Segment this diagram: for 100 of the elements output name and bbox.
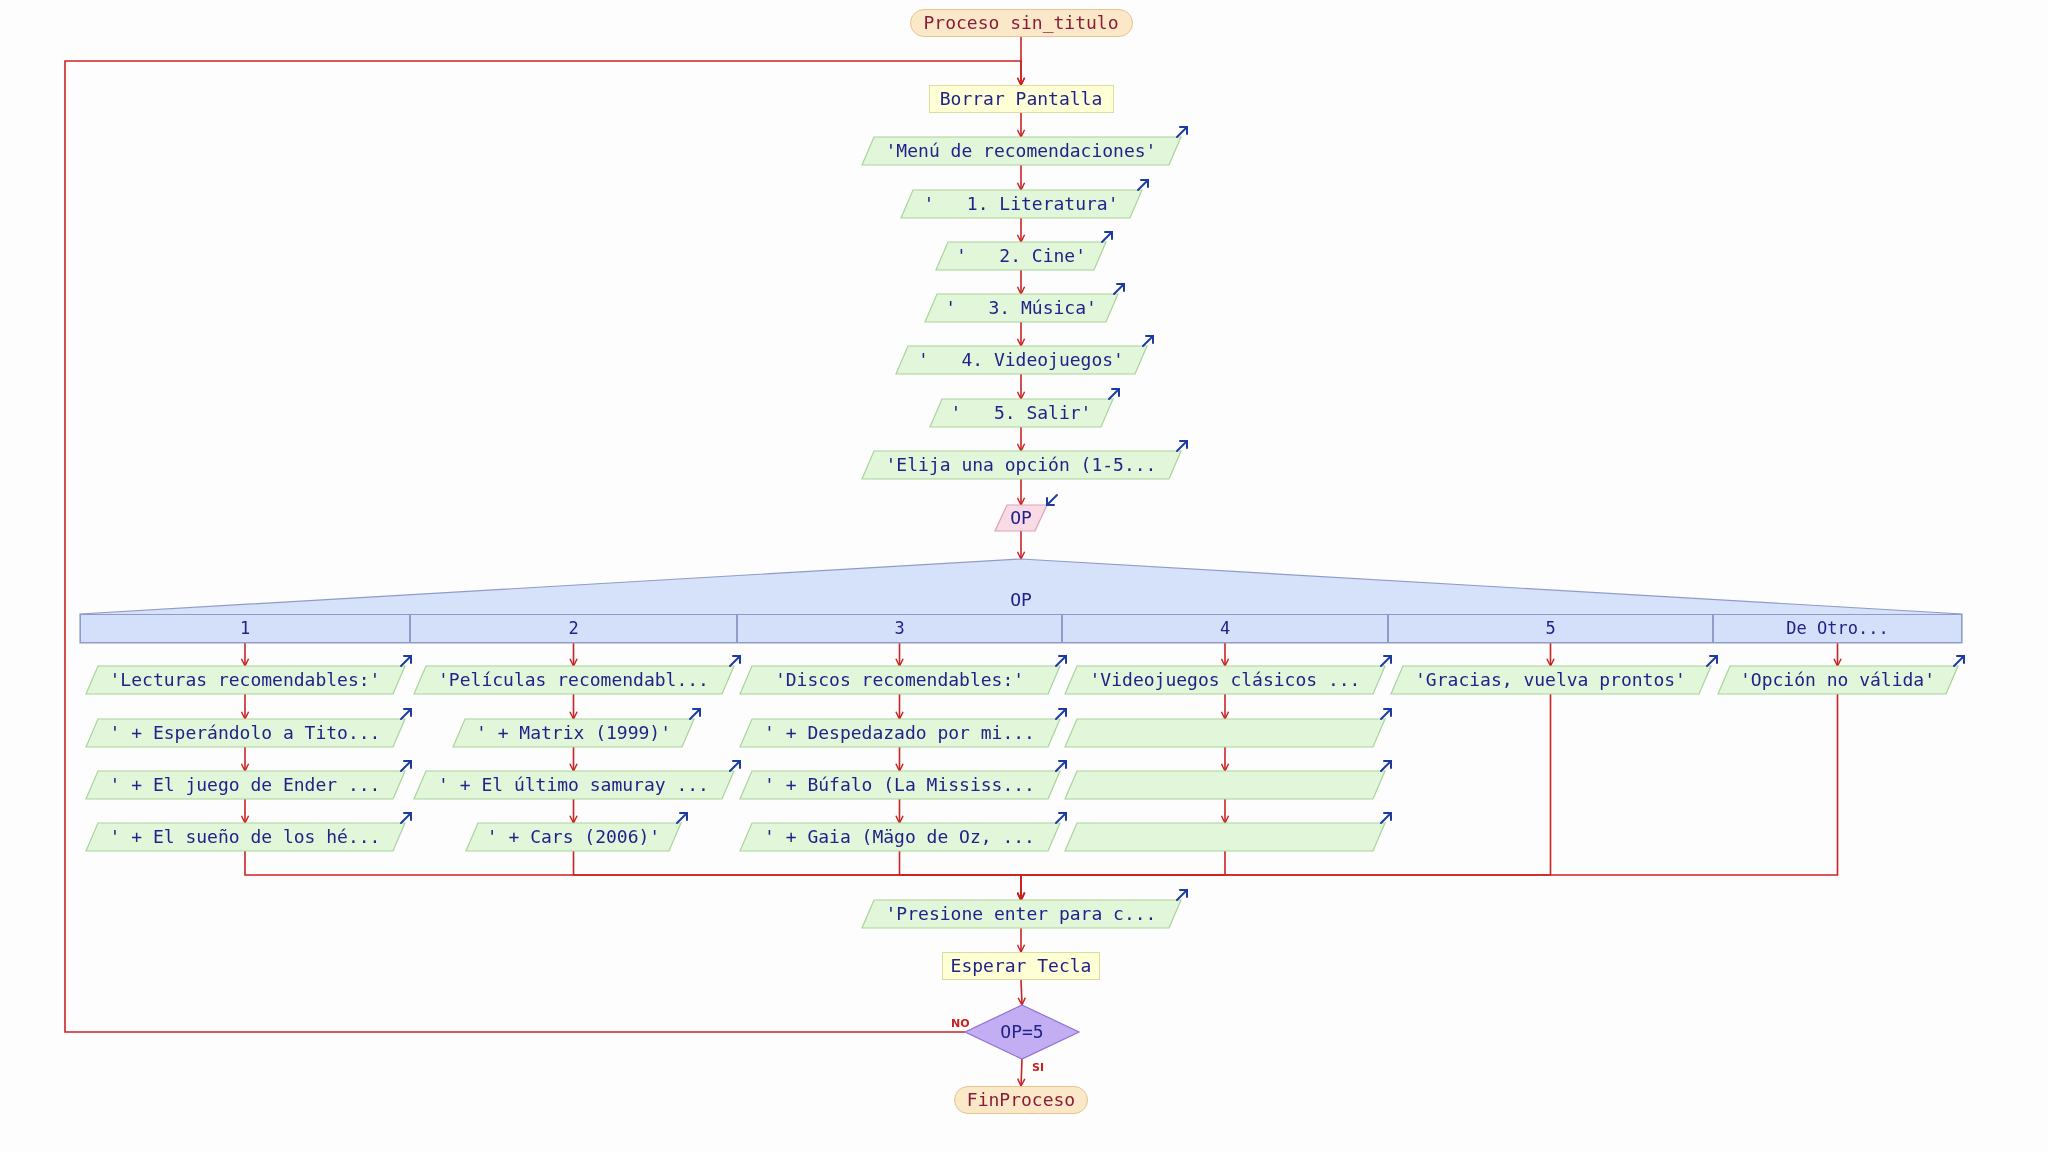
- terminator-shape: [954, 1086, 1088, 1114]
- input-parallelogram: [995, 505, 1047, 531]
- case-value: 5: [1545, 620, 1556, 637]
- flow-arrow: [569, 693, 578, 720]
- statement-text: ' + El juego de Ender ...: [109, 776, 381, 794]
- flow-arrow: [1016, 927, 1026, 953]
- case-label: [410, 614, 737, 643]
- output-parallelogram: [861, 900, 1181, 928]
- output-parallelogram: [900, 190, 1142, 218]
- output-parallelogram: [1065, 823, 1385, 851]
- statement-text: 'Opción no válida': [1739, 671, 1936, 689]
- flow-arrow: [64, 60, 1026, 1033]
- flow-arrow: [1016, 217, 1026, 243]
- output-parallelogram: [453, 719, 694, 747]
- statement-text: Proceso sin_titulo: [923, 14, 1119, 32]
- flow-arrow: [1220, 693, 1230, 720]
- case-value: 1: [239, 620, 251, 637]
- output-parallelogram: [739, 666, 1060, 694]
- case-label: [1713, 614, 1962, 643]
- statement-text: 'Presione enter para c...: [885, 905, 1157, 923]
- output-parallelogram: [861, 137, 1181, 165]
- output-parallelogram: [1390, 666, 1711, 694]
- statement-text: ' + Despedazado por mi...: [764, 724, 1035, 742]
- statement-text: 'Videojuegos clásicos ...: [1089, 671, 1361, 689]
- statement-text: ' 4. Videojuegos': [918, 351, 1124, 369]
- flow-arrow: [569, 642, 578, 667]
- flow-arrow: [1220, 798, 1230, 824]
- case-value: 3: [894, 620, 905, 637]
- output-parallelogram: [413, 771, 734, 799]
- output-parallelogram: [739, 823, 1060, 851]
- statement-text: ' + Matrix (1999)': [475, 724, 672, 742]
- output-parallelogram: [85, 666, 405, 694]
- statement-text: OP: [1010, 509, 1032, 527]
- case-label: [737, 614, 1062, 643]
- flow-arrow: [1546, 642, 1555, 667]
- flow-arrow: [240, 746, 250, 772]
- statement-text: ' + El sueño de los hé...: [109, 828, 381, 846]
- flow-arrow: [1016, 1058, 1026, 1087]
- flow-arrow: [1016, 112, 1026, 138]
- output-parallelogram: [1065, 666, 1385, 694]
- statement-text: 'Elija una opción (1-5...: [885, 456, 1157, 474]
- statement-text: ' 5. Salir': [950, 404, 1092, 422]
- case-value: 4: [1219, 620, 1231, 637]
- flow-arrow: [240, 693, 250, 720]
- statement-text: 'Gracias, vuelva prontos': [1415, 671, 1686, 689]
- flow-arrow: [240, 798, 250, 824]
- output-parallelogram: [1065, 719, 1385, 747]
- flow-arrow: [895, 798, 904, 824]
- statement-text: 'Discos recomendables:': [774, 671, 1025, 689]
- statement-text: ' + Cars (2006)': [486, 828, 661, 846]
- statement-text: ' 1. Literatura': [923, 195, 1119, 213]
- flow-arrow: [1016, 164, 1026, 191]
- statement-text: ' + Esperándolo a Tito...: [109, 724, 381, 742]
- case-label: [1388, 614, 1713, 643]
- case-value: 2: [568, 620, 579, 637]
- switch-variable: OP: [1010, 591, 1032, 609]
- output-parallelogram: [739, 771, 1060, 799]
- output-parallelogram: [929, 399, 1113, 427]
- flow-arrow: [1220, 746, 1230, 772]
- statement-text: 'Menú de recomendaciones': [885, 142, 1157, 160]
- statement-text: ' 2. Cine': [955, 247, 1086, 265]
- case-label: [80, 614, 410, 643]
- edge-label: SI: [1031, 1062, 1045, 1073]
- statement-text: 'Lecturas recomendables:': [109, 671, 381, 689]
- output-parallelogram: [466, 823, 681, 851]
- process-box: [942, 952, 1100, 980]
- flow-arrow: [1016, 426, 1026, 452]
- output-parallelogram: [895, 346, 1147, 374]
- flow-arrow: [1017, 979, 1027, 1006]
- output-parallelogram: [739, 719, 1060, 747]
- flow-arrow: [1016, 321, 1026, 347]
- statement-text: FinProceso: [966, 1091, 1076, 1109]
- flow-arrow: [569, 746, 578, 772]
- edge-label: NO: [950, 1018, 971, 1029]
- statement-text: ' + El último samuray ...: [438, 776, 709, 794]
- output-parallelogram: [85, 719, 405, 747]
- statement-text: 'Películas recomendabl...: [438, 671, 709, 689]
- flow-arrow: [1016, 693, 1839, 901]
- output-parallelogram: [1717, 666, 1958, 694]
- statement-text: ' + Búfalo (La Mississ...: [764, 776, 1035, 794]
- flow-arrow: [895, 642, 904, 667]
- flow-arrow: [569, 798, 578, 824]
- flow-arrow: [1016, 530, 1026, 560]
- statement-text: Esperar Tecla: [950, 957, 1092, 975]
- flow-arrow: [1016, 269, 1026, 295]
- statement-text: OP=5: [1000, 1023, 1044, 1041]
- flow-arrow: [240, 642, 250, 667]
- flow-arrow: [1016, 373, 1026, 400]
- output-parallelogram: [1065, 771, 1385, 799]
- flow-arrow: [895, 746, 904, 772]
- case-value: De Otro...: [1786, 620, 1889, 637]
- flow-arrow: [1016, 478, 1026, 506]
- output-parallelogram: [413, 666, 734, 694]
- statement-text: Borrar Pantalla: [939, 90, 1103, 108]
- terminator-shape: [909, 9, 1133, 37]
- case-label: [1062, 614, 1388, 643]
- flow-arrow: [1833, 642, 1842, 667]
- switch-header: [80, 559, 1962, 643]
- flow-arrow: [895, 693, 904, 720]
- statement-text: ' + Gaia (Mägo de Oz, ...: [764, 828, 1035, 846]
